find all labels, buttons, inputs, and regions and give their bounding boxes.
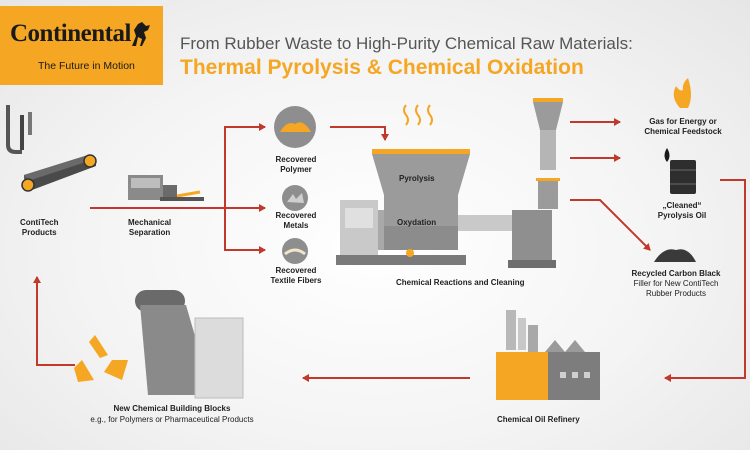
distillation-column-icon [508,98,563,268]
label-chemical-reactions: Chemical Reactions and Cleaning [396,278,525,287]
label-carbon-black-title: Recycled Carbon Black [631,269,721,278]
recovered-textile-icon [282,238,308,264]
label-refinery: Chemical Oil Refinery [497,415,580,424]
label-pyrolysis-oil: „Cleaned“Pyrolysis Oil [657,201,707,220]
logo-wordmark: Continental [10,20,131,47]
flow-arrows [33,118,746,382]
carbon-black-icon [654,249,696,262]
logo-tagline: The Future in Motion [38,60,135,72]
label-building-blocks-sub: e.g., for Polymers or Pharmaceutical Pro… [90,415,254,424]
oil-drum-icon [664,148,696,194]
separation-machine-icon [128,175,204,201]
page-title: From Rubber Waste to High-Purity Chemica… [180,34,633,53]
conveyor-icon [6,105,97,192]
horse-logo-icon [132,22,150,46]
rolled-sheet-icon [135,290,244,399]
label-oxydation: Oxydation [397,218,437,227]
label-building-blocks-title: New Chemical Building Blocks [113,404,231,413]
label-pyrolysis: Pyrolysis [399,174,435,183]
logo-box: Continental The Future in Motion [0,6,163,85]
flame-icon [673,78,691,108]
page-subtitle: Thermal Pyrolysis & Chemical Oxidation [180,56,584,79]
recovered-polymer-icon [274,106,316,148]
recovered-metals-icon [282,185,308,211]
heat-waves-icon [403,104,433,126]
refinery-icon [496,310,600,400]
recycle-icon [74,335,128,382]
